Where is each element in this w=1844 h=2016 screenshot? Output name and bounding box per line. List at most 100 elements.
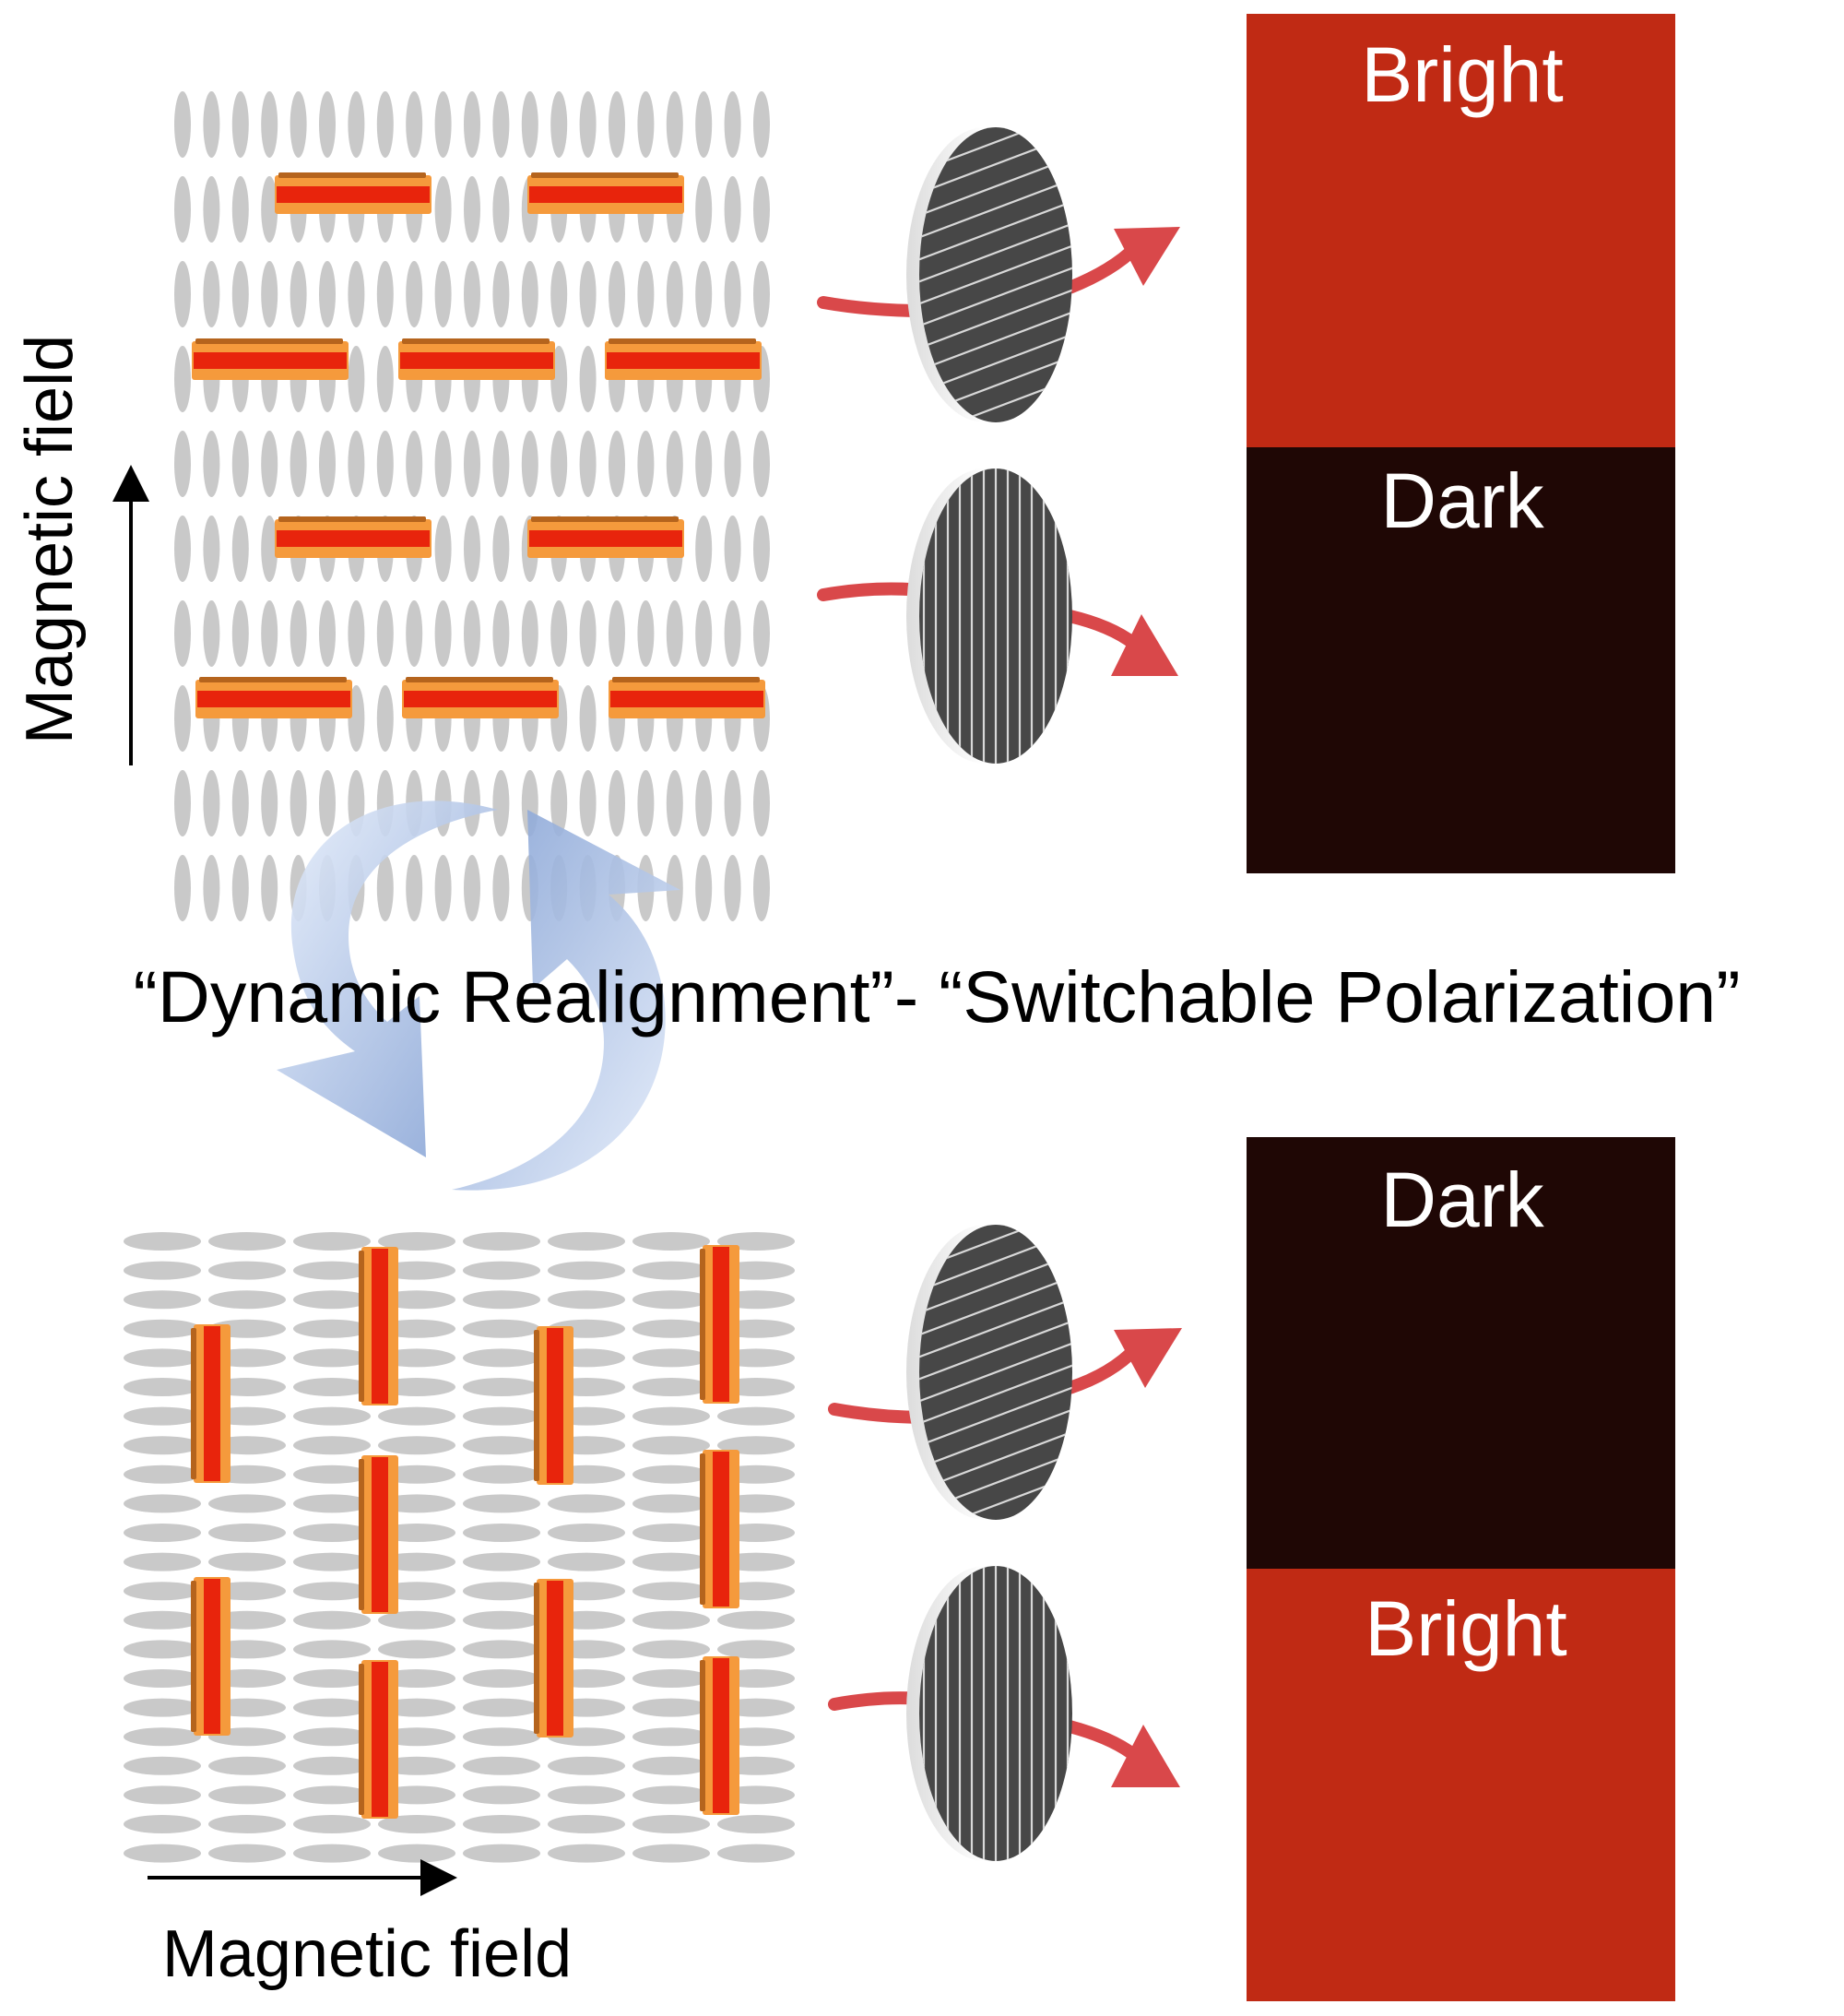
liquid-crystal-molecule <box>293 1465 371 1484</box>
liquid-crystal-molecule <box>261 516 278 582</box>
liquid-crystal-molecule <box>434 261 452 327</box>
liquid-crystal-molecule <box>376 431 394 497</box>
dark-label: Dark <box>1380 457 1544 544</box>
liquid-crystal-molecule <box>463 1552 540 1571</box>
liquid-crystal-molecule <box>434 176 452 243</box>
bright-label: Bright <box>1365 1585 1566 1672</box>
liquid-crystal-molecule <box>463 1844 540 1863</box>
liquid-crystal-molecule <box>174 516 191 582</box>
liquid-crystal-molecule <box>434 516 452 582</box>
liquid-crystal-molecule <box>203 516 220 582</box>
liquid-crystal-molecule <box>579 261 597 327</box>
horizontal-field-label: Magnetic field <box>162 1917 572 1991</box>
liquid-crystal-molecule <box>632 1406 710 1426</box>
nanorod <box>527 172 684 214</box>
liquid-crystal-molecule <box>463 1261 540 1280</box>
liquid-crystal-molecule <box>293 1756 371 1775</box>
liquid-crystal-molecule <box>293 1844 371 1863</box>
liquid-crystal-molecule <box>632 1524 710 1542</box>
liquid-crystal-molecule <box>579 770 597 836</box>
liquid-crystal-molecule <box>208 1756 286 1775</box>
liquid-crystal-molecule <box>174 855 191 921</box>
liquid-crystal-molecule <box>293 1319 371 1338</box>
liquid-crystal-molecule <box>724 91 741 158</box>
liquid-crystal-molecule <box>464 600 480 667</box>
liquid-crystal-molecule <box>609 91 625 158</box>
liquid-crystal-molecule <box>124 1698 201 1717</box>
liquid-crystal-molecule <box>464 855 480 921</box>
nanorod <box>191 1324 230 1483</box>
liquid-crystal-molecule <box>666 600 683 667</box>
liquid-crystal-molecule <box>124 1319 201 1338</box>
bright-panel <box>1247 14 1675 447</box>
liquid-crystal-molecule <box>208 1815 286 1833</box>
liquid-crystal-molecule <box>550 431 568 497</box>
liquid-crystal-molecule <box>463 1698 540 1717</box>
liquid-crystal-molecule <box>293 1261 371 1280</box>
nanorod <box>534 1326 573 1485</box>
liquid-crystal-molecule <box>548 1232 625 1251</box>
liquid-crystal-molecule <box>406 855 423 921</box>
liquid-crystal-molecule <box>376 685 394 752</box>
liquid-crystal-molecule <box>463 1727 540 1747</box>
liquid-crystal-molecule <box>724 600 741 667</box>
liquid-crystal-molecule <box>319 431 336 497</box>
center-title: “Dynamic Realignment”- “Switchable Polar… <box>133 955 1740 1038</box>
liquid-crystal-molecule <box>609 261 625 327</box>
liquid-crystal-molecule <box>753 91 770 158</box>
liquid-crystal-molecule <box>261 600 278 667</box>
liquid-crystal-molecule <box>632 1756 710 1775</box>
liquid-crystal-molecule <box>637 770 655 836</box>
liquid-crystal-molecule <box>124 1406 201 1426</box>
liquid-crystal-molecule <box>666 91 683 158</box>
nanorod <box>359 1247 398 1405</box>
liquid-crystal-molecule <box>290 770 307 836</box>
liquid-crystal-molecule <box>124 1640 201 1659</box>
liquid-crystal-molecule <box>203 855 220 921</box>
liquid-crystal-molecule <box>203 770 220 836</box>
liquid-crystal-molecule <box>548 1494 625 1513</box>
liquid-crystal-molecule <box>261 855 278 921</box>
liquid-crystal-molecule <box>666 770 683 836</box>
liquid-crystal-molecule <box>124 1610 201 1630</box>
liquid-crystal-molecule <box>293 1552 371 1571</box>
liquid-crystal-molecule <box>124 1494 201 1513</box>
nanorod <box>195 677 352 718</box>
liquid-crystal-molecule <box>293 1698 371 1717</box>
liquid-crystal-molecule <box>666 431 683 497</box>
liquid-crystal-molecule <box>609 770 625 836</box>
liquid-crystal-molecule <box>174 261 191 327</box>
nanorod <box>605 338 762 380</box>
liquid-crystal-molecule <box>293 1494 371 1513</box>
emission-panel-top: Bright Dark <box>1247 14 1675 873</box>
liquid-crystal-molecule <box>261 261 278 327</box>
liquid-crystal-molecule <box>463 1669 540 1688</box>
liquid-crystal-molecule <box>124 1582 201 1601</box>
liquid-crystal-molecule <box>376 91 394 158</box>
liquid-crystal-molecule <box>231 855 249 921</box>
liquid-crystal-molecule <box>463 1610 540 1630</box>
liquid-crystal-molecule <box>548 1552 625 1571</box>
liquid-crystal-molecule <box>550 600 568 667</box>
liquid-crystal-molecule <box>632 1436 710 1455</box>
liquid-crystal-molecule <box>632 1669 710 1688</box>
liquid-crystal-molecule <box>319 261 336 327</box>
liquid-crystal-molecule <box>208 1524 286 1542</box>
dark-label: Dark <box>1380 1156 1544 1243</box>
liquid-crystal-molecule <box>724 431 741 497</box>
liquid-crystal-molecule <box>434 91 452 158</box>
liquid-crystal-molecule <box>637 431 655 497</box>
emission-panel-bottom: Dark Bright <box>1247 1137 1675 2001</box>
liquid-crystal-molecule <box>434 855 452 921</box>
liquid-crystal-molecule <box>463 1232 540 1251</box>
liquid-crystal-molecule <box>378 1232 455 1251</box>
liquid-crystal-molecule <box>293 1640 371 1659</box>
nanorod <box>534 1579 573 1737</box>
liquid-crystal-molecule <box>492 431 510 497</box>
liquid-crystal-molecule <box>293 1232 371 1251</box>
dark-panel <box>1247 1137 1675 1569</box>
vertical-field-label: Magnetic field <box>13 335 87 744</box>
liquid-crystal-molecule <box>464 516 480 582</box>
liquid-crystal-molecule <box>124 1348 201 1368</box>
liquid-crystal-molecule <box>124 1290 201 1310</box>
